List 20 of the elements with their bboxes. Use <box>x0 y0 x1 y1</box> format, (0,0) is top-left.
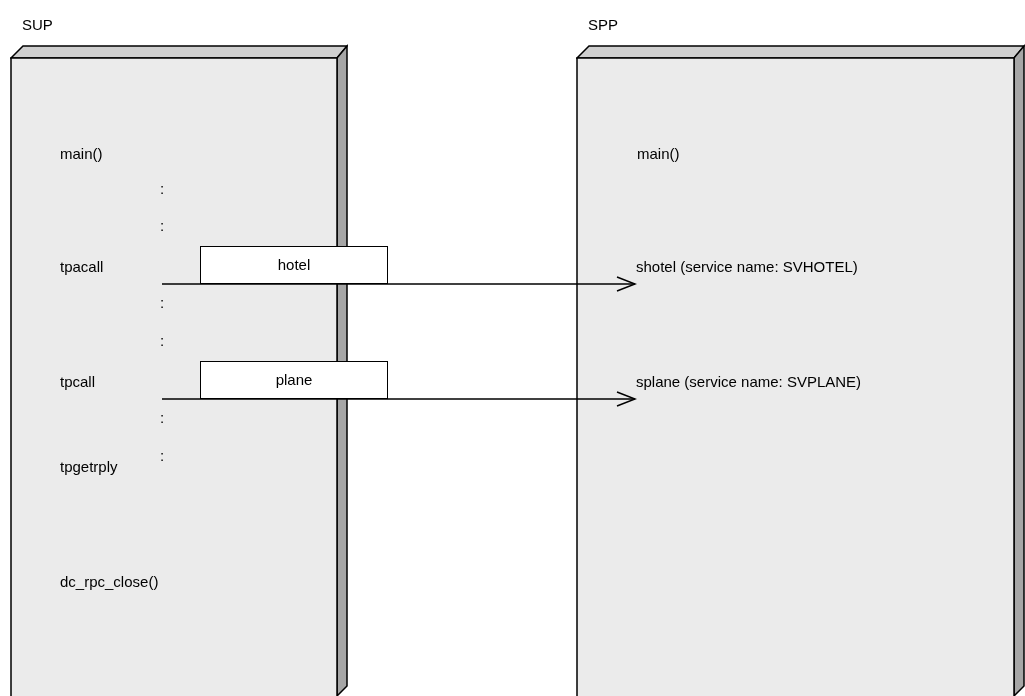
code-text: : <box>160 293 165 313</box>
code-text: dc_rpc_close() <box>60 572 159 592</box>
code-text: main() <box>637 144 680 164</box>
code-text: : <box>160 216 165 236</box>
code-line: shotel (service name: SVHOTEL) <box>636 258 966 290</box>
arrow <box>161 391 636 407</box>
code-text: : <box>160 179 165 199</box>
edge-label: plane <box>200 361 388 399</box>
panel-heading: SUP <box>22 15 53 35</box>
code-text: tpgetrply <box>60 457 118 477</box>
code-line: tpacall <box>60 258 162 284</box>
code-text: main() <box>60 144 103 164</box>
code-line: tpcall <box>60 373 162 399</box>
code-text: : <box>160 331 165 351</box>
code-line: splane (service name: SVPLANE) <box>636 373 966 405</box>
edge-label: hotel <box>200 246 388 284</box>
code-text: : <box>160 446 165 466</box>
panel-heading: SPP <box>588 15 618 35</box>
arrow <box>161 276 636 292</box>
code-text: : <box>160 408 165 428</box>
